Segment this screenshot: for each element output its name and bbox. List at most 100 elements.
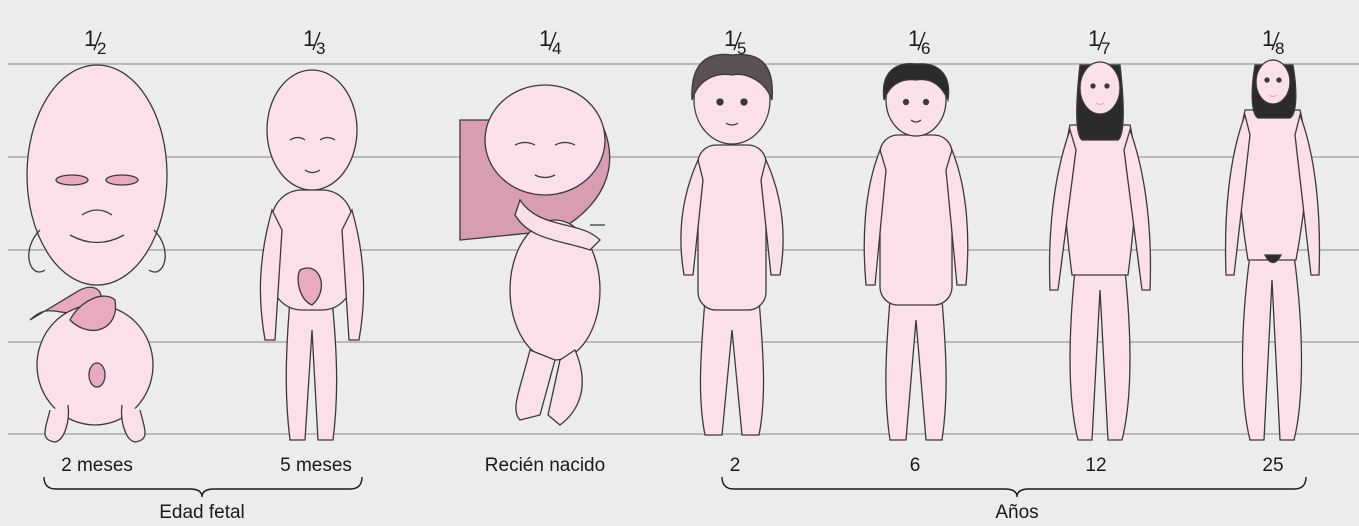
child6-torso [879, 134, 953, 306]
figure-child-6 [863, 63, 969, 441]
child2-eye-right [740, 98, 748, 106]
ratio-numerator: 1 [724, 26, 736, 51]
age-label-2: 2 [730, 455, 741, 476]
ratio-labels: 1 2 1 3 1 4 1 5 1 6 [84, 26, 1284, 58]
adult25-head [1255, 59, 1291, 105]
figure-fetus-2-months [26, 64, 168, 443]
ratio-numerator: 1 [84, 26, 96, 51]
ratio-slash [548, 31, 557, 51]
age-labels: 2 meses 5 meses Recién nacido 2 6 12 25 [61, 455, 1283, 476]
fetus5-eye-right [319, 136, 336, 141]
ratio-denominator: 8 [1275, 39, 1284, 58]
fetus-ear-right [148, 229, 166, 273]
figure-child-2 [680, 53, 784, 436]
age-label-2-meses: 2 meses [61, 455, 133, 476]
ratio-denominator: 2 [97, 39, 106, 58]
child2-legs [699, 299, 765, 436]
group-label-anos: Años [995, 502, 1038, 523]
age-label-12: 12 [1085, 455, 1106, 476]
newborn-head [484, 84, 606, 196]
ratio-label-6: 1 7 [1088, 26, 1110, 58]
child6-left-arm [863, 148, 887, 286]
fetus-eye-right [105, 174, 139, 186]
brace-edad-fetal [43, 476, 363, 498]
fetus-genital [88, 362, 106, 388]
child6-mouth [910, 119, 922, 123]
ratio-label-2: 1 3 [303, 26, 325, 58]
fetus-mouth [69, 234, 125, 244]
newborn-arm [514, 198, 601, 251]
person12-legs [1069, 269, 1131, 441]
ratio-slash [93, 31, 102, 51]
child6-legs [885, 299, 947, 441]
child2-hair [691, 53, 773, 101]
ratio-numerator: 1 [539, 26, 551, 51]
fetus-nose [81, 209, 113, 216]
fetus-head [26, 64, 168, 286]
ratio-denominator: 6 [921, 39, 930, 58]
child2-eye-left [716, 98, 724, 106]
age-label-5-meses: 5 meses [280, 455, 352, 476]
newborn-eye-right [554, 141, 576, 146]
ratio-slash [312, 31, 321, 51]
newborn-left-leg [515, 349, 556, 421]
ratio-slash [1097, 31, 1106, 51]
adult25-mouth [1268, 94, 1278, 98]
child6-eye-right [922, 98, 930, 106]
person12-right-arm [1123, 127, 1152, 291]
fetus-belly-cord [69, 295, 117, 331]
newborn-eye-left [514, 141, 536, 146]
figure-newborn [459, 84, 611, 426]
fetus5-left-arm [259, 208, 283, 341]
fetus5-head [266, 69, 358, 191]
ratio-slash [1271, 31, 1280, 51]
ratio-numerator: 1 [303, 26, 315, 51]
adult25-legs [1241, 254, 1303, 441]
child2-left-arm [680, 158, 704, 276]
person12-eye-right [1104, 83, 1110, 89]
age-label-25: 25 [1262, 455, 1283, 476]
ratio-numerator: 1 [1088, 26, 1100, 51]
figure-adult-25 [1224, 59, 1321, 441]
fetus-left-leg [44, 404, 70, 443]
child6-eye-left [902, 98, 910, 106]
child6-right-arm [945, 148, 969, 286]
fetus-eye-left [55, 174, 89, 186]
child2-right-arm [760, 158, 784, 276]
adult25-left-arm [1224, 112, 1251, 276]
fetus-right-leg [120, 404, 146, 443]
figure-person-12 [1048, 61, 1152, 441]
child2-mouth [725, 122, 739, 126]
ratio-denominator: 3 [316, 39, 325, 58]
ratio-slash [917, 31, 926, 51]
brace-anos [721, 476, 1307, 498]
ratio-label-7: 1 8 [1262, 26, 1284, 58]
ratio-slash [733, 31, 742, 51]
ratio-label-4: 1 5 [724, 26, 746, 58]
fetus-ear-left [28, 229, 46, 273]
group-braces [43, 476, 1307, 498]
ratio-numerator: 1 [908, 26, 920, 51]
ratio-label-1: 1 2 [84, 26, 106, 58]
ratio-denominator: 4 [552, 39, 561, 58]
age-label-recien-nacido: Recién nacido [485, 455, 605, 476]
adult25-pubic-hair [1263, 254, 1283, 264]
ratio-denominator: 7 [1101, 39, 1110, 58]
person12-left-arm [1048, 127, 1077, 291]
ratio-numerator: 1 [1262, 26, 1274, 51]
figure-fetus-5-months [259, 69, 365, 441]
person12-eye-left [1090, 83, 1096, 89]
adult25-right-arm [1294, 112, 1321, 276]
age-label-6: 6 [910, 455, 921, 476]
person12-head [1079, 61, 1121, 115]
person12-mouth [1095, 102, 1105, 106]
adult25-eye-left [1264, 77, 1270, 83]
newborn-right-leg [547, 349, 583, 426]
ratio-label-5: 1 6 [908, 26, 930, 58]
ratio-label-3: 1 4 [539, 26, 561, 58]
child6-hair [882, 63, 950, 103]
group-label-edad-fetal: Edad fetal [159, 502, 245, 523]
